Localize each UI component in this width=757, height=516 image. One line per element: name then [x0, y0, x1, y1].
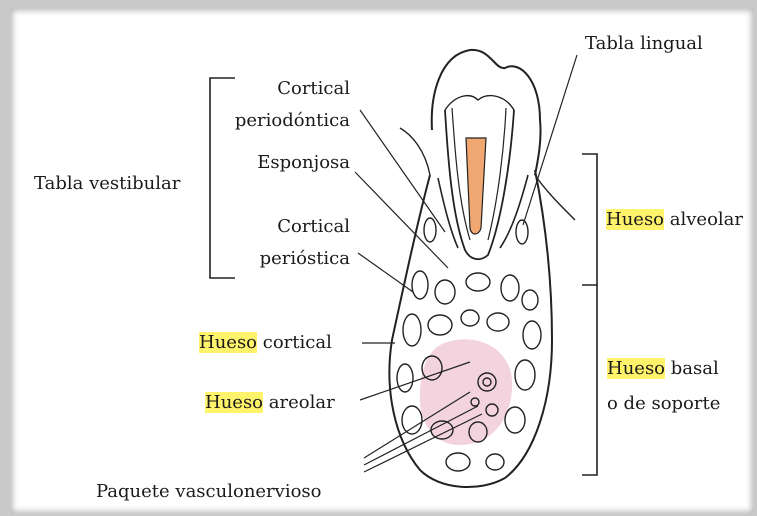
crown-enamel [445, 96, 514, 110]
label-hueso-basal: Hueso basal [607, 358, 719, 380]
label-o-de-soporte: o de soporte [607, 393, 720, 415]
label-cortical-text: cortical [257, 332, 332, 353]
label-esponjosa: Esponjosa [230, 152, 350, 174]
label-hueso-areolar: Hueso areolar [205, 392, 335, 414]
label-alveolar-text: alveolar [664, 209, 743, 230]
label-cortical-periodontica-1: Cortical [230, 78, 350, 100]
gingiva-left [400, 128, 430, 175]
label-hueso-cortical: Hueso cortical [199, 332, 332, 354]
label-cortical-periostica-2: perióstica [230, 248, 350, 270]
bracket-hueso-basal [582, 285, 597, 475]
label-tabla-lingual: Tabla lingual [585, 33, 703, 55]
label-tabla-vestibular: Tabla vestibular [34, 173, 180, 195]
highlight-hueso: Hueso [205, 392, 263, 413]
highlight-hueso: Hueso [607, 358, 665, 379]
label-areolar-text: areolar [263, 392, 335, 413]
label-cortical-periodontica-2: periodóntica [200, 110, 350, 132]
label-paquete-vasculonervioso: Paquete vasculonervioso [96, 481, 322, 503]
label-basal-text: basal [665, 358, 719, 379]
pulp-canal [466, 138, 486, 234]
bracket-hueso-alveolar [582, 154, 597, 285]
highlight-hueso: Hueso [606, 209, 664, 230]
label-hueso-alveolar: Hueso alveolar [606, 209, 743, 231]
highlight-hueso: Hueso [199, 332, 257, 353]
label-cortical-periostica-1: Cortical [230, 216, 350, 238]
